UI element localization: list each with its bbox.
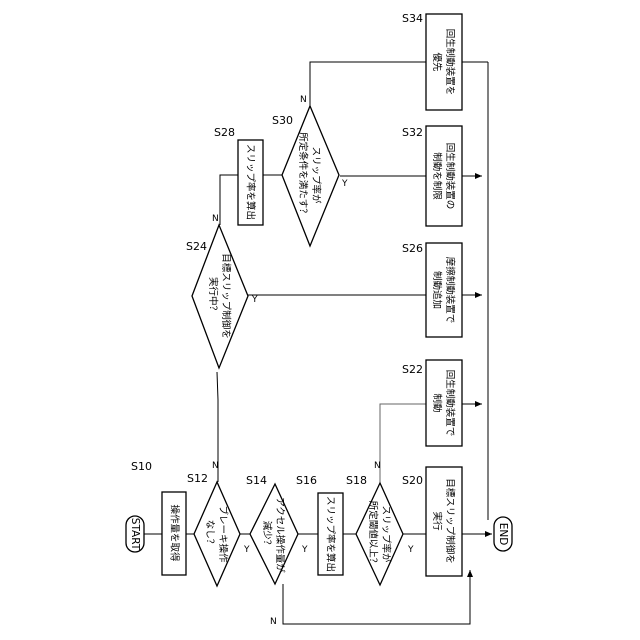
step-s28-box: スリップ率を算出 — [238, 140, 263, 225]
step-s32-box: 回生制動装置の制動を制限 — [426, 126, 462, 226]
step-s18-decision: スリップ率が所定閾値以上？ — [356, 483, 403, 585]
svg-text:スリップ率を算出: スリップ率を算出 — [325, 496, 337, 572]
branch-s12-n: N — [212, 461, 219, 471]
connector-s14-bypass-n — [283, 576, 470, 624]
start-terminal: START — [126, 516, 144, 552]
step-id-s14: S14 — [246, 474, 267, 487]
step-id-s20: S20 — [402, 474, 423, 487]
step-s34-box: 回生制動装置を優先 — [426, 14, 462, 110]
connector-s24-s28-n — [220, 175, 238, 225]
step-s22-box: 回生制動装置で制動 — [426, 360, 462, 446]
step-s12-decision: ブレーキ操作なし？ — [194, 482, 240, 586]
step-s20-box: 目標スリップ制御を実行 — [426, 467, 462, 576]
branch-s18-n: N — [374, 461, 381, 471]
step-id-s28: S28 — [214, 126, 235, 139]
end-terminal: END — [494, 517, 512, 551]
connector-s18-s22-n — [380, 404, 426, 483]
step-s10-box: 操作量を取得 — [162, 492, 186, 575]
step-s16-box: スリップ率を算出 — [318, 493, 343, 575]
step-s26-box: 摩擦制動装置で制動追加 — [426, 243, 462, 337]
step-id-s10: S10 — [131, 460, 152, 473]
connector-s30-s34-n — [310, 62, 426, 108]
step-s14-decision: アクセル操作量が減少？ — [250, 484, 298, 584]
step-id-s32: S32 — [402, 126, 423, 139]
start-label: START — [129, 518, 141, 551]
step-id-s22: S22 — [402, 363, 423, 376]
branch-s30-y: Y — [341, 179, 348, 189]
step-id-s18: S18 — [346, 474, 367, 487]
branch-s14-n: N — [270, 617, 277, 627]
branch-s14-y: Y — [301, 545, 308, 555]
branch-s12-y: Y — [243, 545, 250, 555]
step-id-s30: S30 — [272, 114, 293, 127]
step-id-s16: S16 — [296, 474, 317, 487]
branch-s24-y: Y — [251, 295, 258, 305]
step-id-s12: S12 — [187, 472, 208, 485]
step-id-s24: S24 — [186, 240, 207, 253]
svg-text:スリップ率を算出: スリップ率を算出 — [245, 144, 257, 220]
branch-s30-n: N — [300, 95, 307, 105]
step-id-s34: S34 — [402, 12, 423, 25]
step-s30-decision: スリップ率が所定条件を満たす？ — [282, 106, 339, 246]
branch-s24-n: N — [212, 214, 219, 224]
step-ids: S10 S12 S14 S16 S18 S20 S22 S24 S26 S28 … — [131, 12, 423, 487]
svg-text:操作量を取得: 操作量を取得 — [169, 504, 181, 562]
end-label: END — [497, 523, 509, 546]
branch-s18-y: Y — [407, 545, 414, 555]
step-id-s26: S26 — [402, 242, 423, 255]
